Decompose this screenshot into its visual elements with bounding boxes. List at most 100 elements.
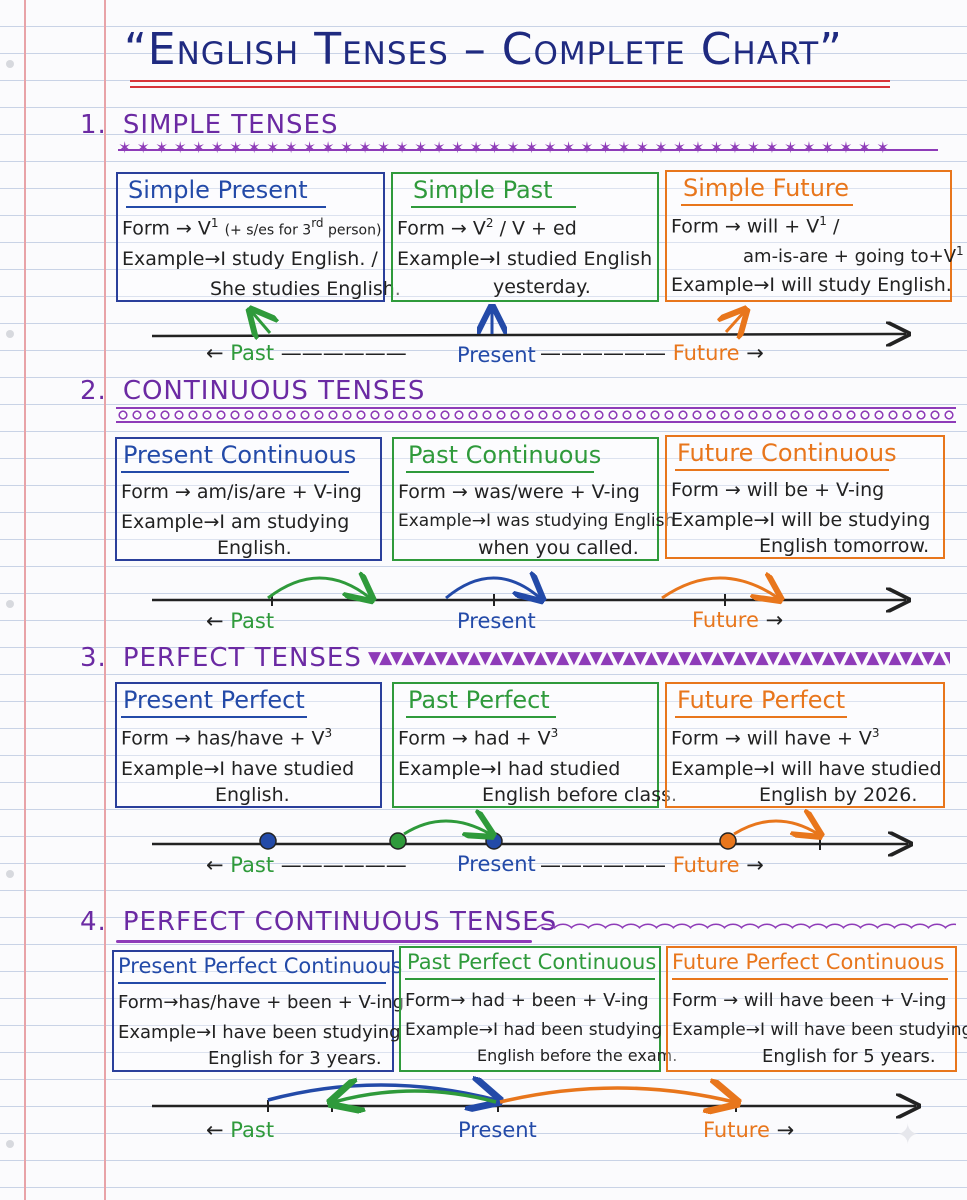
example-line-2: English tomorrow. <box>759 535 930 557</box>
box-title: Simple Present <box>128 176 308 204</box>
title-underline <box>406 471 594 473</box>
form-line: Form → will have been + V-ing <box>672 990 947 1011</box>
arc-past <box>267 578 370 598</box>
section-heading-simple: 1.SIMPLE TENSES <box>80 110 338 140</box>
timeline-present-label: Present <box>457 343 536 367</box>
timeline-present-label: Present <box>458 1118 537 1142</box>
binder-hole <box>6 1140 14 1148</box>
binder-hole <box>6 330 14 338</box>
title-underline <box>126 206 326 208</box>
section-number: 4. <box>80 907 107 937</box>
box-title: Past Perfect <box>408 686 550 714</box>
form-line: Form → will + V1 / <box>671 214 840 238</box>
box-title: Future Continuous <box>677 439 897 467</box>
example-line-2: She studies English. <box>210 278 401 300</box>
arc-future <box>661 578 778 598</box>
star-border: ✶ ✶ ✶ ✶ ✶ ✶ ✶ ✶ ✶ ✶ ✶ ✶ ✶ ✶ ✶ ✶ ✶ ✶ ✶ ✶ … <box>118 138 890 157</box>
box-present-continuous: Present Continuous Form → am/is/are + V-… <box>115 437 382 561</box>
example-line: Example→I will have studied <box>671 758 942 780</box>
arrow-past <box>252 312 270 333</box>
title-underline <box>411 206 576 208</box>
example-line-2: yesterday. <box>493 276 591 298</box>
page-title: “English Tenses – Complete Chart” <box>124 24 843 75</box>
form-line: Form → will have + V3 <box>671 726 880 750</box>
title-underline <box>121 716 307 718</box>
example-line: Example→I have been studying <box>118 1022 401 1043</box>
example-line-2: English. <box>217 537 292 559</box>
box-present-perfect: Present Perfect Form → has/have + V3 Exa… <box>115 682 382 808</box>
form-line: Form → had + V3 <box>398 726 559 750</box>
arrow-future <box>726 312 744 332</box>
box-title: Present Perfect Continuous <box>118 954 403 978</box>
example-line-2: English before the exam. <box>477 1046 678 1065</box>
title-underline <box>675 716 847 718</box>
form-line: Form→ had + been + V-ing <box>405 990 649 1011</box>
section-number: 2. <box>80 376 107 406</box>
section-heading-continuous: 2. CONTINUOUS TENSES <box>80 376 425 406</box>
binder-hole <box>6 600 14 608</box>
form-line: Form → am/is/are + V-ing <box>121 481 362 503</box>
example-line-2: English before class. <box>482 784 678 806</box>
box-title: Future Perfect <box>677 686 846 714</box>
arc-present-perfect-continuous <box>267 1085 496 1100</box>
dot-present <box>485 832 503 850</box>
example-line-2: English for 3 years. <box>208 1048 382 1069</box>
section-title: SIMPLE TENSES <box>122 110 339 140</box>
form-line: Form → has/have + V3 <box>121 726 333 750</box>
example-line: Example→I will have been studying <box>672 1020 967 1040</box>
box-title: Simple Future <box>683 174 850 202</box>
example-line: Example→I am studying <box>121 511 350 533</box>
dot-past-perfect <box>389 832 407 850</box>
example-line: Example→I had been studying <box>405 1020 663 1040</box>
box-title: Present Continuous <box>123 441 357 469</box>
example-line-2: when you called. <box>478 537 639 559</box>
example-line: Example→I studied English <box>397 248 653 270</box>
box-title: Present Perfect <box>123 686 305 714</box>
arc-past-perfect <box>403 821 490 834</box>
section-title: CONTINUOUS TENSES <box>122 376 426 406</box>
zigzag-border: ▼▲▼▲▼▲▼▲▼▲▼▲▼▲▼▲▼▲▼▲▼▲▼▲▼▲▼▲▼▲▼▲▼▲▼▲▼▲▼▲… <box>368 648 950 668</box>
example-line: Example→I study English. / <box>122 248 378 270</box>
timeline-future-label: —————— Future → <box>540 853 764 877</box>
arc-present <box>445 578 540 598</box>
form-line-2: am-is-are + going to+V1 <box>743 244 964 267</box>
box-present-perfect-continuous: Present Perfect Continuous Form→has/have… <box>112 950 404 1072</box>
timeline-future-label: Future → <box>692 608 784 632</box>
timeline-past-label: ← Past —————— <box>206 853 407 877</box>
box-title: Future Perfect Continuous <box>672 950 945 974</box>
example-line: Example→I have studied <box>121 758 355 780</box>
section-title: PERFECT CONTINUOUS TENSES <box>122 907 558 937</box>
wave-border: ︵︵︵︵︵︵︵︵︵︵︵︵︵︵︵︵︵︵︵︵︵︵︵︵︵︵︵︵︵︵ <box>536 908 956 932</box>
title-underline <box>130 86 890 88</box>
title-underline <box>121 471 349 473</box>
box-simple-future: Simple Future Form → will + V1 / am-is-a… <box>665 170 964 302</box>
sparkle-icon: ✦ <box>896 1118 920 1151</box>
title-underline <box>406 716 556 718</box>
box-past-perfect-continuous: Past Perfect Continuous Form→ had + been… <box>399 946 677 1072</box>
box-future-perfect: Future Perfect Form → will have + V3 Exa… <box>665 682 945 808</box>
timeline-future-label: —————— Future → <box>540 341 764 365</box>
dot-future <box>719 832 737 850</box>
example-line: Example→I had studied <box>398 758 621 780</box>
form-line: Form→has/have + been + V-ing <box>118 992 405 1013</box>
box-future-perfect-continuous: Future Perfect Continuous Form → will ha… <box>666 946 967 1072</box>
section-heading-perfect: 3.PERFECT TENSES <box>80 643 362 673</box>
arc-future-perfect-continuous <box>499 1088 734 1102</box>
star-border-line <box>118 149 938 151</box>
box-future-continuous: Future Continuous Form → will be + V-ing… <box>665 435 945 559</box>
box-title: Simple Past <box>413 176 553 204</box>
title-underline <box>672 978 948 980</box>
box-title: Past Perfect Continuous <box>407 950 657 974</box>
timeline-future-label: Future → <box>703 1118 795 1142</box>
box-past-continuous: Past Continuous Form → was/were + V-ing … <box>392 437 675 561</box>
timeline-present-label: Present <box>457 609 536 633</box>
timeline-past-label: ← Past <box>206 1118 275 1142</box>
example-line: Example→I will be studying <box>671 509 931 531</box>
title-underline <box>405 978 655 980</box>
example-line-2: English by 2026. <box>759 784 918 806</box>
dot-past <box>259 832 277 850</box>
form-line: Form → was/were + V-ing <box>398 481 640 503</box>
example-line-2: English for 5 years. <box>762 1046 936 1067</box>
